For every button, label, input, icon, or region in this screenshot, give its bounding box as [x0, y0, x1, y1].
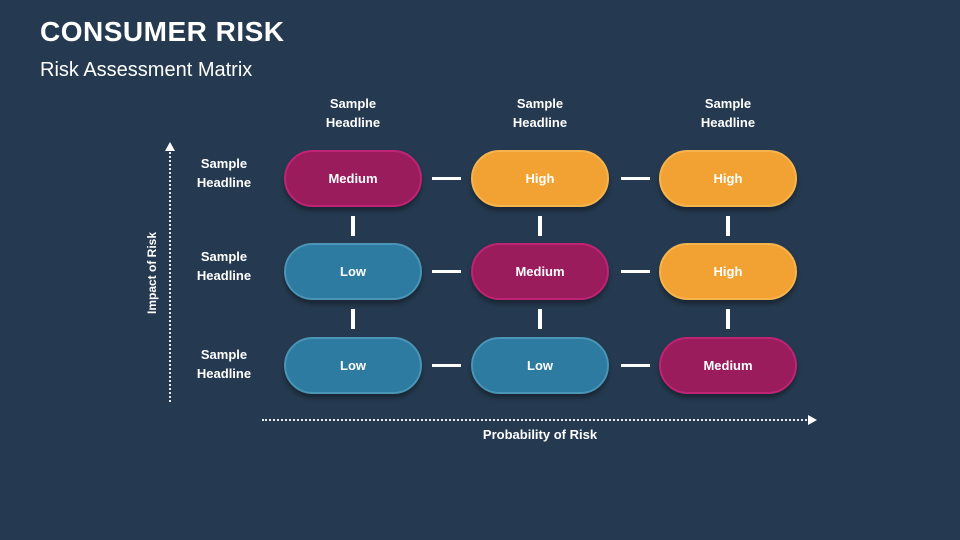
connector-horizontal [432, 270, 461, 273]
slide-title: CONSUMER RISK [40, 16, 285, 47]
risk-cell-row1-col1: Medium [284, 150, 422, 207]
risk-cell-label: Low [527, 358, 553, 373]
risk-cell-row2-col1: Low [284, 243, 422, 300]
risk-cell-label: Medium [515, 264, 565, 279]
risk-cell-label: Medium [703, 358, 753, 373]
row-label-1: Sample Headline [196, 156, 252, 190]
risk-cell-label: High [525, 171, 555, 186]
connector-vertical [726, 309, 730, 329]
risk-cell-row3-col2: Low [471, 337, 609, 394]
connector-vertical [538, 309, 542, 329]
y-axis-label: Impact of Risk [145, 231, 159, 315]
risk-cell-label: Low [340, 264, 366, 279]
row-label-2: Sample Headline [196, 249, 252, 283]
connector-horizontal [621, 177, 650, 180]
connector-vertical [726, 216, 730, 236]
risk-cell-row2-col2: Medium [471, 243, 609, 300]
risk-cell-label: High [713, 264, 743, 279]
connector-vertical [538, 216, 542, 236]
connector-horizontal [432, 177, 461, 180]
risk-cell-label: Low [340, 358, 366, 373]
risk-cell-row1-col3: High [659, 150, 797, 207]
column-header-2: Sample Headline [512, 96, 568, 130]
row-label-3: Sample Headline [196, 347, 252, 381]
y-axis-line [169, 152, 171, 402]
y-axis-arrow-icon [165, 142, 175, 151]
x-axis-arrow-icon [808, 415, 817, 425]
connector-horizontal [621, 270, 650, 273]
risk-cell-row3-col1: Low [284, 337, 422, 394]
connector-horizontal [432, 364, 461, 367]
risk-cell-label: Medium [328, 171, 378, 186]
connector-vertical [351, 216, 355, 236]
x-axis-line [262, 419, 810, 421]
column-header-1: Sample Headline [325, 96, 381, 130]
column-header-3: Sample Headline [700, 96, 756, 130]
risk-cell-label: High [713, 171, 743, 186]
risk-cell-row1-col2: High [471, 150, 609, 207]
slide-subtitle: Risk Assessment Matrix [40, 59, 253, 81]
risk-cell-row2-col3: High [659, 243, 797, 300]
connector-horizontal [621, 364, 650, 367]
x-axis-label: Probability of Risk [482, 427, 598, 442]
connector-vertical [351, 309, 355, 329]
risk-cell-row3-col3: Medium [659, 337, 797, 394]
